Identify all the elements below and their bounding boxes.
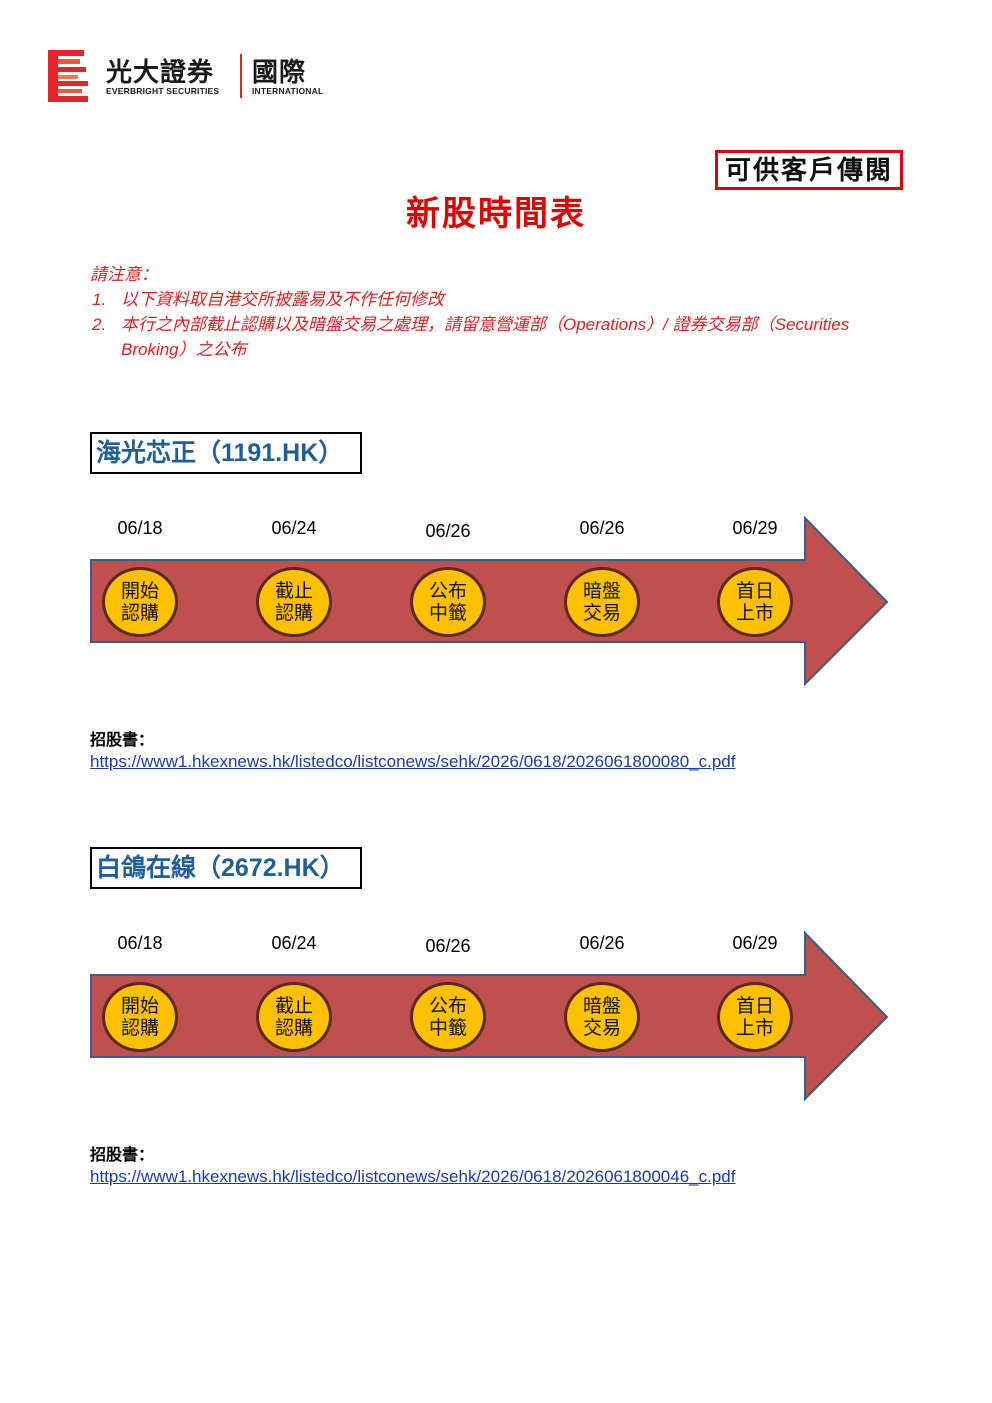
step-label: 截止認購 (274, 995, 313, 1039)
timeline-step: 開始認購 (102, 982, 178, 1052)
step-label: 開始認購 (120, 995, 159, 1039)
notes-heading: 請注意： (90, 265, 158, 284)
timeline-step: 首日上市 (717, 567, 793, 637)
step-label: 截止認購 (274, 580, 313, 624)
timeline-date: 06/18 (117, 933, 163, 953)
logo-en-international: INTERNATIONAL (252, 86, 324, 96)
note-item: 1. 以下資料取自港交所披露易及不作任何修改 (90, 287, 920, 312)
prospectus-label: 招股書： (90, 732, 155, 749)
timeline-step: 公布中籤 (410, 567, 486, 637)
step-label: 公布中籤 (428, 580, 467, 624)
logo-divider (240, 54, 242, 98)
ipo-section: 海光芯正（1191.HK） 06/18 06/24 06/26 06/26 06… (0, 432, 992, 792)
step-label: 開始認購 (120, 580, 159, 624)
stock-name: 海光芯正（1191.HK） (90, 432, 362, 474)
step-label: 公布中籤 (428, 995, 467, 1039)
timeline-date: 06/29 (732, 933, 778, 953)
timeline-step: 暗盤交易 (564, 567, 640, 637)
logo-cn-name: 光大證券 (106, 57, 215, 87)
prospectus-link[interactable]: https://www1.hkexnews.hk/listedco/listco… (90, 752, 736, 771)
timeline-arrow: 06/18 06/24 06/26 06/26 06/29 開始認購 截止認購 … (90, 516, 890, 686)
timeline-date: 06/24 (271, 518, 317, 538)
step-label: 暗盤交易 (582, 580, 621, 624)
timeline-date: 06/26 (425, 521, 471, 541)
timeline-step: 首日上市 (717, 982, 793, 1052)
logo-cn-international: 國際 (252, 57, 307, 87)
timeline-date: 06/26 (579, 933, 625, 953)
note-text: 本行之內部截止認購以及暗盤交易之處理，請留意營運部（Operations）/ 證… (121, 315, 850, 359)
timeline-step: 開始認購 (102, 567, 178, 637)
note-number: 1. (92, 290, 107, 309)
notes: 請注意： 1. 以下資料取自港交所披露易及不作任何修改 2. 本行之內部截止認購… (90, 262, 920, 362)
prospectus-link[interactable]: https://www1.hkexnews.hk/listedco/listco… (90, 1167, 736, 1186)
logo-en-name: EVERBRIGHT SECURITIES (106, 86, 220, 96)
step-label: 首日上市 (735, 995, 774, 1039)
page-title: 新股時間表 (406, 195, 586, 233)
timeline-step: 暗盤交易 (564, 982, 640, 1052)
stock-name: 白鴿在線（2672.HK） (90, 847, 362, 889)
timeline-date: 06/29 (732, 518, 778, 538)
timeline-date: 06/18 (117, 518, 163, 538)
arrow-shape (90, 516, 889, 686)
timeline-date: 06/26 (425, 936, 471, 956)
note-item: 2. 本行之內部截止認購以及暗盤交易之處理，請留意營運部（Operations）… (90, 312, 920, 362)
arrow-shape (90, 931, 889, 1101)
note-text: 以下資料取自港交所披露易及不作任何修改 (121, 290, 444, 309)
timeline-date: 06/26 (579, 518, 625, 538)
company-logo: 光大證券 國際 EVERBRIGHT SECURITIES INTERNATIO… (48, 48, 348, 104)
step-label: 首日上市 (735, 580, 774, 624)
timeline-step: 截止認購 (256, 567, 332, 637)
everbright-logo-icon (48, 50, 88, 102)
prospectus-label: 招股書： (90, 1147, 155, 1164)
timeline-step: 公布中籤 (410, 982, 486, 1052)
timeline-arrow: 06/18 06/24 06/26 06/26 06/29 開始認購 截止認購 … (90, 931, 890, 1101)
timeline-date: 06/24 (271, 933, 317, 953)
timeline-step: 截止認購 (256, 982, 332, 1052)
ipo-section: 白鴿在線（2672.HK） 06/18 06/24 06/26 06/26 06… (0, 847, 992, 1207)
step-label: 暗盤交易 (582, 995, 621, 1039)
note-number: 2. (92, 315, 107, 334)
distribution-label: 可供客戶傳閱 (715, 150, 903, 190)
